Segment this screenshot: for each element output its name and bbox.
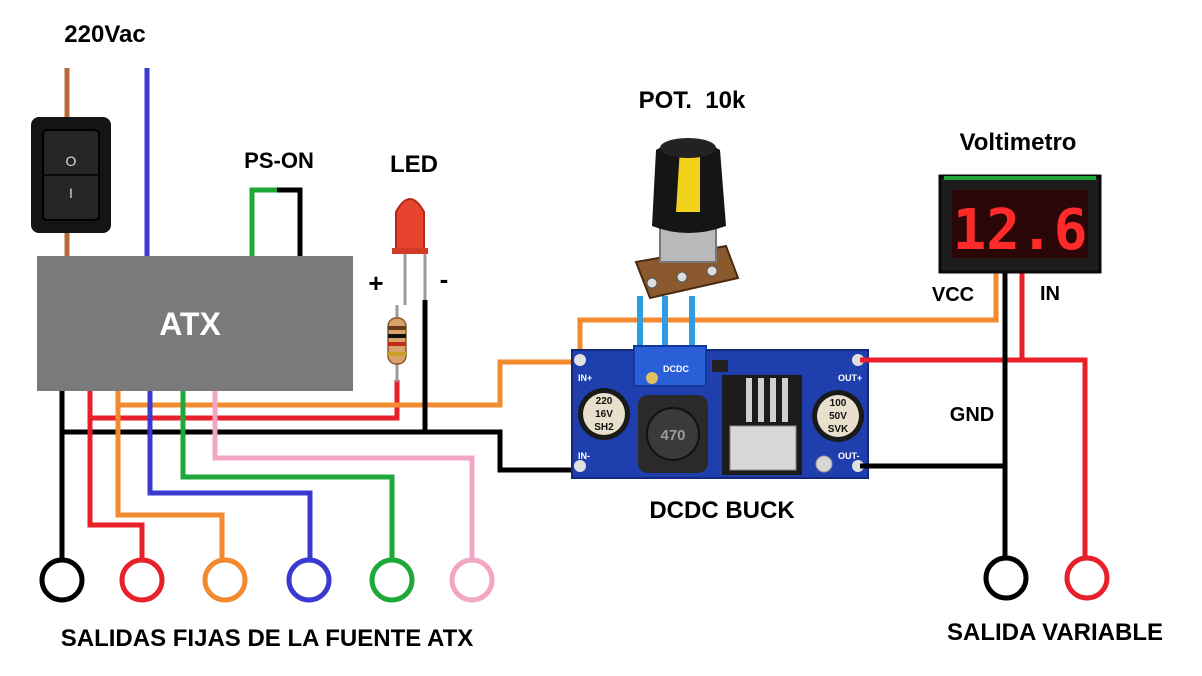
orange-output-wire (115, 391, 225, 560)
resistor (387, 317, 407, 365)
led-label: LED (390, 151, 438, 178)
svg-text:SH2: SH2 (594, 422, 614, 433)
fixed-outputs-label: SALIDAS FIJAS DE LA FUENTE ATX (61, 625, 473, 652)
atx-power-supply (37, 256, 353, 391)
atx-label: ATX (159, 306, 221, 342)
terminal-variable-red (1064, 555, 1110, 601)
blue-output-wire (147, 391, 313, 560)
voltmeter-reading: 12.6 (953, 198, 1088, 263)
terminal-orange (202, 557, 248, 603)
led-minus-label: - (440, 264, 449, 294)
led-plus-label: + (368, 268, 383, 298)
voltmeter: 12.6 (938, 174, 1102, 274)
in-label: IN (1040, 283, 1060, 305)
variable-output-label: SALIDA VARIABLE (947, 619, 1163, 646)
svg-text:16V: 16V (595, 409, 613, 420)
terminal-pink (449, 557, 495, 603)
terminal-black (39, 557, 85, 603)
voltmeter-label: Voltimetro (960, 129, 1077, 156)
led-assembly (387, 198, 428, 432)
pot-knob-indicator (676, 144, 700, 212)
mains-label: 220Vac (64, 21, 145, 48)
svg-text:220: 220 (596, 396, 613, 407)
switch-on-mark: I (69, 185, 73, 201)
variable-output-wires (860, 272, 1088, 560)
voltmeter-display (952, 190, 1088, 258)
svg-text:SVK: SVK (828, 424, 849, 435)
svg-text:50V: 50V (829, 411, 847, 422)
ps-on-label: PS-ON (244, 148, 314, 173)
vcc-wire (577, 272, 999, 362)
terminal-red (119, 557, 165, 603)
led-bulb (395, 198, 425, 251)
pin-in-minus-label: IN- (578, 451, 590, 461)
led-feed-wire (90, 380, 400, 421)
pink-output-wire (212, 391, 475, 560)
fixed-output-terminals (39, 557, 495, 603)
potentiometer (634, 138, 740, 370)
terminal-blue (286, 557, 332, 603)
switch-off-mark: O (66, 153, 77, 169)
pin-out-plus-label: OUT+ (838, 373, 862, 383)
atx-output-wires (59, 359, 575, 565)
ps-on-jumper (249, 187, 303, 258)
power-switch: O I (31, 117, 111, 233)
gnd-label: GND (950, 404, 994, 426)
terminal-variable-black (983, 555, 1029, 601)
pot-label: POT. 10k (639, 87, 746, 114)
terminal-green (369, 557, 415, 603)
labels: 220Vac PS-ON LED + - POT. 10k Voltimetro… (61, 21, 1163, 652)
vcc-label: VCC (932, 284, 974, 306)
red-output-wire (87, 391, 145, 560)
pin-out-minus-label: OUT- (838, 451, 860, 461)
buck-input-wire (118, 359, 575, 408)
pin-in-plus-label: IN+ (578, 373, 592, 383)
svg-text:DCDC: DCDC (663, 364, 689, 374)
ground-bus-wire (59, 391, 575, 473)
trimmer-pot (633, 345, 707, 387)
svg-text:100: 100 (830, 398, 847, 409)
out-plus-wire (860, 357, 1088, 560)
green-output-wire (180, 391, 395, 560)
variable-output-terminals (983, 555, 1110, 601)
dcdc-buck-board: IN+ IN- OUT+ OUT- 220 16V SH2 DCDC 470 1… (571, 345, 869, 479)
buck-label: DCDC BUCK (649, 497, 795, 524)
svg-text:470: 470 (660, 427, 685, 444)
